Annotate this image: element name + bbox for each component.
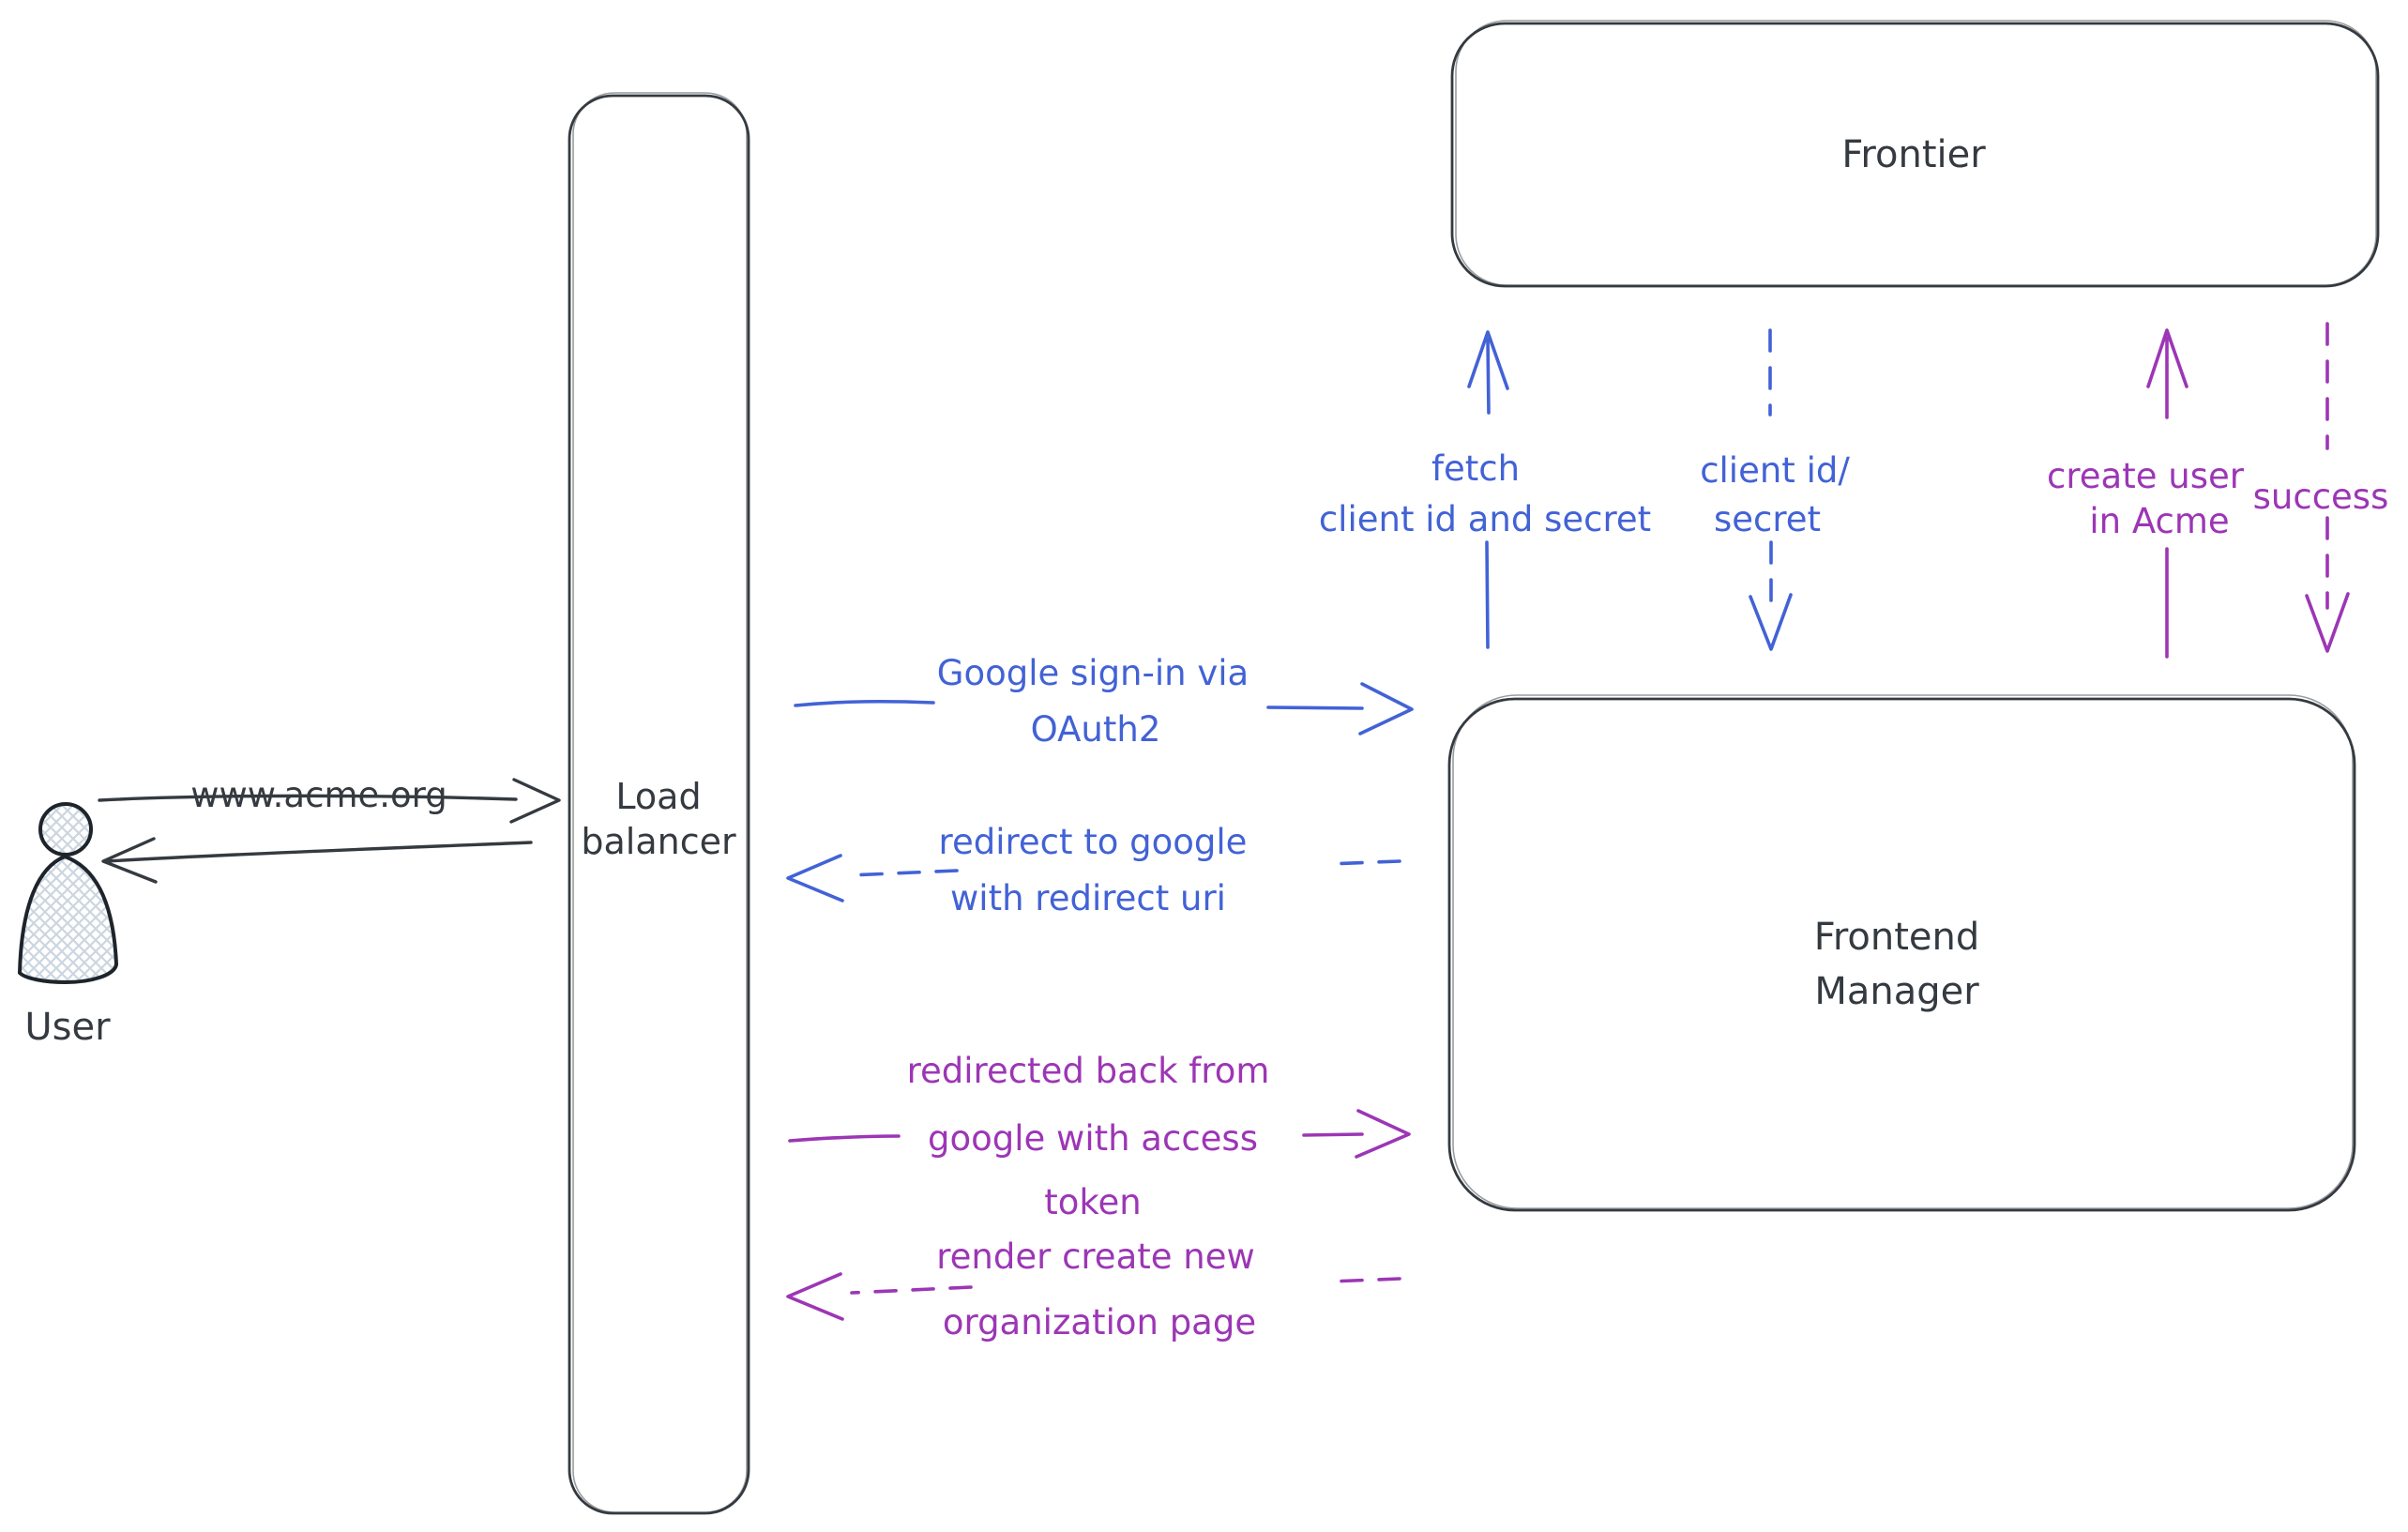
frontend-manager-label-line1: Frontend (1814, 916, 1980, 959)
arrow-client-id-secret-label-line2: secret (1714, 499, 1821, 539)
arrow-google-signin-label-line1: Google sign-in via (937, 653, 1249, 693)
frontier-label: Frontier (1841, 133, 1986, 176)
load-balancer-label-line2: balancer (581, 821, 736, 862)
arrow-client-id-secret-label-line1: client id/ (1700, 450, 1850, 491)
arrow-www-acme: www.acme.org (98, 775, 561, 824)
arrow-render-page-label-line1: render create new (936, 1236, 1255, 1277)
load-balancer-node: Load balancer (568, 92, 750, 1515)
arrow-create-user-label-line2: in Acme (2089, 501, 2229, 541)
user-body-icon (17, 854, 119, 985)
arrow-redirected-back-label-line1: redirected back from (907, 1051, 1270, 1091)
user-actor: User (17, 802, 119, 1049)
arrow-lb-to-user (101, 837, 533, 884)
arrow-redirected-back-label-line2: google with access (928, 1118, 1258, 1159)
user-head-icon (38, 802, 93, 857)
arrow-render-page: render create new organization page (786, 1236, 1401, 1342)
arrow-google-signin-label-line2: OAuth2 (1031, 709, 1161, 750)
arrow-fetch-creds-label-line1: fetch (1431, 448, 1520, 489)
frontend-manager-label-line2: Manager (1814, 970, 1979, 1013)
arrow-google-signin: Google sign-in via OAuth2 (794, 653, 1414, 750)
arrow-create-user: create user in Acme (2047, 328, 2245, 659)
arrow-redirected-back: redirected back from google with access … (788, 1051, 1411, 1222)
arrow-create-user-label-line1: create user (2047, 456, 2245, 496)
frontend-manager-node: Frontend Manager (1447, 694, 2356, 1212)
frontier-node: Frontier (1450, 20, 2380, 288)
arrow-client-id-secret: client id/ secret (1700, 328, 1850, 651)
arrow-success-label: success (2253, 477, 2389, 517)
arrow-redirect-google: redirect to google with redirect uri (786, 822, 1401, 918)
arrow-redirect-google-label-line1: redirect to google (939, 822, 1248, 862)
arrow-www-acme-label: www.acme.org (190, 775, 447, 815)
arrow-fetch-creds: fetch client id and secret (1319, 330, 1651, 649)
arrow-success: success (2253, 322, 2389, 653)
arrow-redirected-back-label-line3: token (1044, 1182, 1141, 1222)
arrow-render-page-label-line2: organization page (943, 1302, 1256, 1342)
arrow-fetch-creds-label-line2: client id and secret (1319, 499, 1651, 539)
arrow-redirect-google-label-line2: with redirect uri (950, 878, 1226, 918)
load-balancer-label-line1: Load (615, 776, 701, 817)
user-label: User (24, 1006, 111, 1049)
